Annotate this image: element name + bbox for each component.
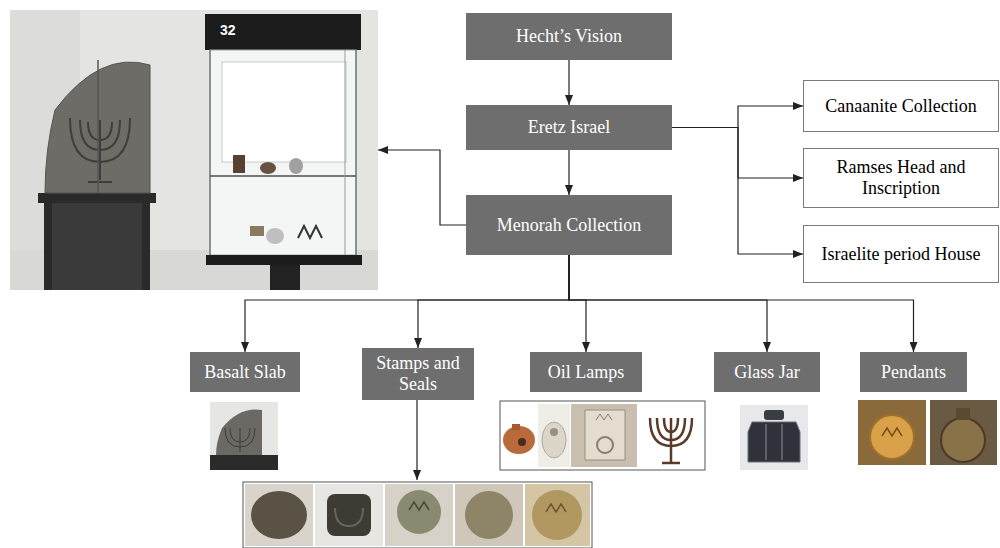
stamps-and-seals-images [243, 396, 592, 548]
box-label: Hecht’s Vision [516, 26, 622, 47]
connector-arrow [568, 150, 569, 195]
process-box: Oil Lamps [530, 352, 642, 392]
process-box: Israelite period House [803, 225, 999, 283]
box-label: Eretz Israel [528, 117, 610, 138]
connector-arrow [569, 255, 586, 352]
exhibit-photo [10, 10, 378, 290]
box-label: Israelite period House [822, 244, 981, 265]
connector-arrow [378, 150, 466, 225]
case-number: 32 [220, 22, 236, 38]
connector-arrow [672, 128, 803, 255]
box-label: Pendants [881, 362, 946, 383]
pendants-images [858, 400, 997, 465]
box-label: Menorah Collection [497, 215, 641, 236]
connector-arrow [418, 255, 569, 348]
basalt-slab-image [210, 402, 278, 470]
process-box: Ramses Head and Inscription [803, 148, 999, 208]
connector-arrow [672, 106, 803, 128]
process-box: Basalt Slab [190, 352, 300, 392]
box-label: Canaanite Collection [825, 96, 976, 117]
process-box: Eretz Israel [466, 105, 672, 150]
box-label: Stamps and Seals [368, 353, 468, 394]
connector-arrow [569, 255, 767, 352]
connector-arrow [245, 255, 569, 352]
glass-jar-image [740, 405, 808, 470]
process-box: Glass Jar [714, 352, 820, 392]
process-box: Pendants [860, 352, 967, 392]
process-box: Menorah Collection [466, 195, 672, 255]
process-box: Hecht’s Vision [466, 13, 672, 60]
oil-lamps-images [500, 401, 705, 470]
box-label: Glass Jar [734, 362, 800, 383]
box-label: Oil Lamps [548, 362, 625, 383]
box-label: Ramses Head and Inscription [812, 157, 990, 198]
process-box: Stamps and Seals [362, 348, 474, 400]
box-label: Basalt Slab [204, 362, 286, 383]
exhibit-photo-frame: 32 [10, 10, 378, 290]
connector-arrow [568, 60, 569, 105]
process-box: Canaanite Collection [803, 80, 999, 132]
